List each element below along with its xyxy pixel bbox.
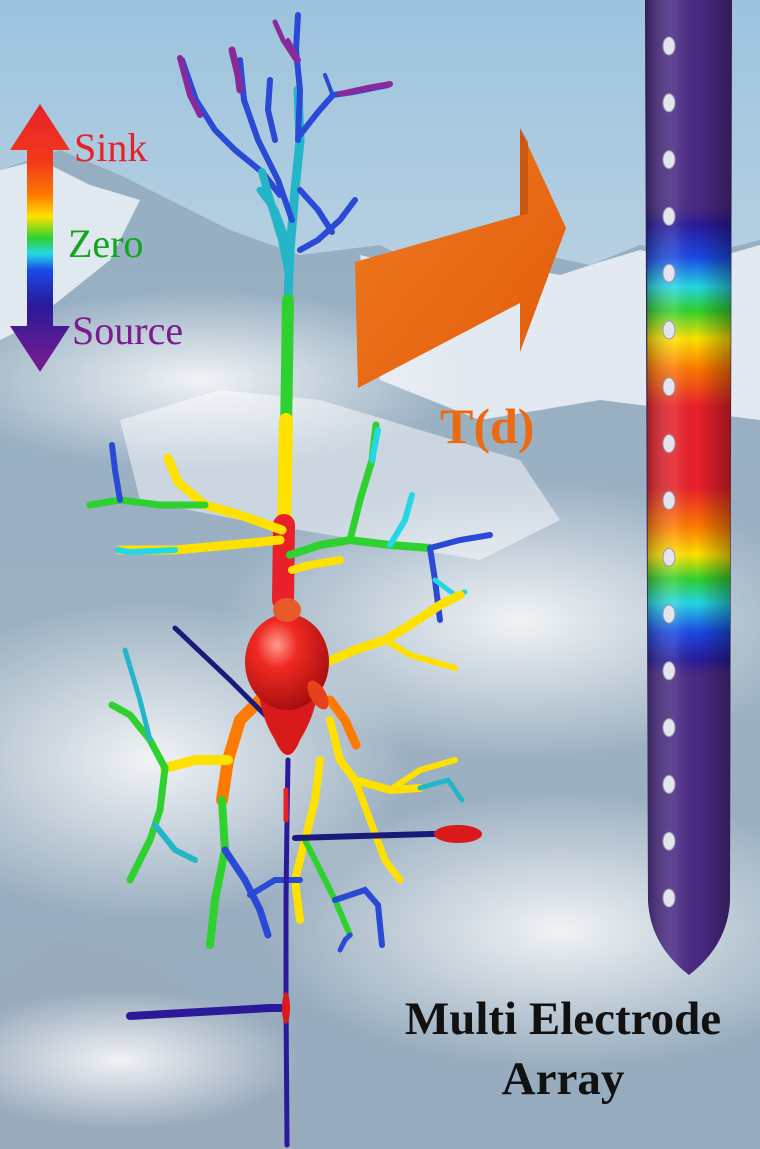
csd-colorbar-legend [10, 104, 70, 372]
multi-electrode-array [645, 0, 732, 975]
transfer-function-label: T(d) [440, 398, 534, 454]
electrode-contact [662, 604, 676, 624]
electrode-contact [662, 93, 676, 113]
basal-dendrites [108, 590, 465, 953]
mea-title-line1: Multi Electrode [405, 993, 721, 1045]
axon [126, 625, 482, 1148]
transfer-arrow [355, 128, 566, 388]
oblique-dendrites [86, 421, 493, 623]
electrode-contact [662, 661, 676, 681]
electrode-contact [662, 718, 676, 738]
electrode-contact [662, 320, 676, 340]
electrode-contact [662, 831, 676, 851]
colorbar-arrow [10, 104, 70, 372]
electrode-contact [662, 434, 676, 454]
legend-source-label: Source [72, 308, 183, 353]
mea-title-line2: Array [502, 1053, 625, 1105]
electrode-contact [662, 547, 676, 567]
electrode-contact [662, 150, 676, 170]
legend-sink-label: Sink [74, 125, 147, 170]
electrode-contact [662, 490, 676, 510]
soma [245, 598, 329, 755]
apical-tuft [177, 12, 393, 305]
electrode-contact [662, 377, 676, 397]
legend-zero-label: Zero [68, 221, 144, 266]
apical-trunk [280, 294, 294, 436]
electrode-contacts [662, 36, 676, 908]
pyramidal-neuron [86, 12, 493, 1148]
electrode-contact [662, 774, 676, 794]
electrode-contact [662, 263, 676, 283]
electrode-contact [662, 888, 676, 908]
electrode-contact [662, 206, 676, 226]
electrode-contact [662, 36, 676, 56]
